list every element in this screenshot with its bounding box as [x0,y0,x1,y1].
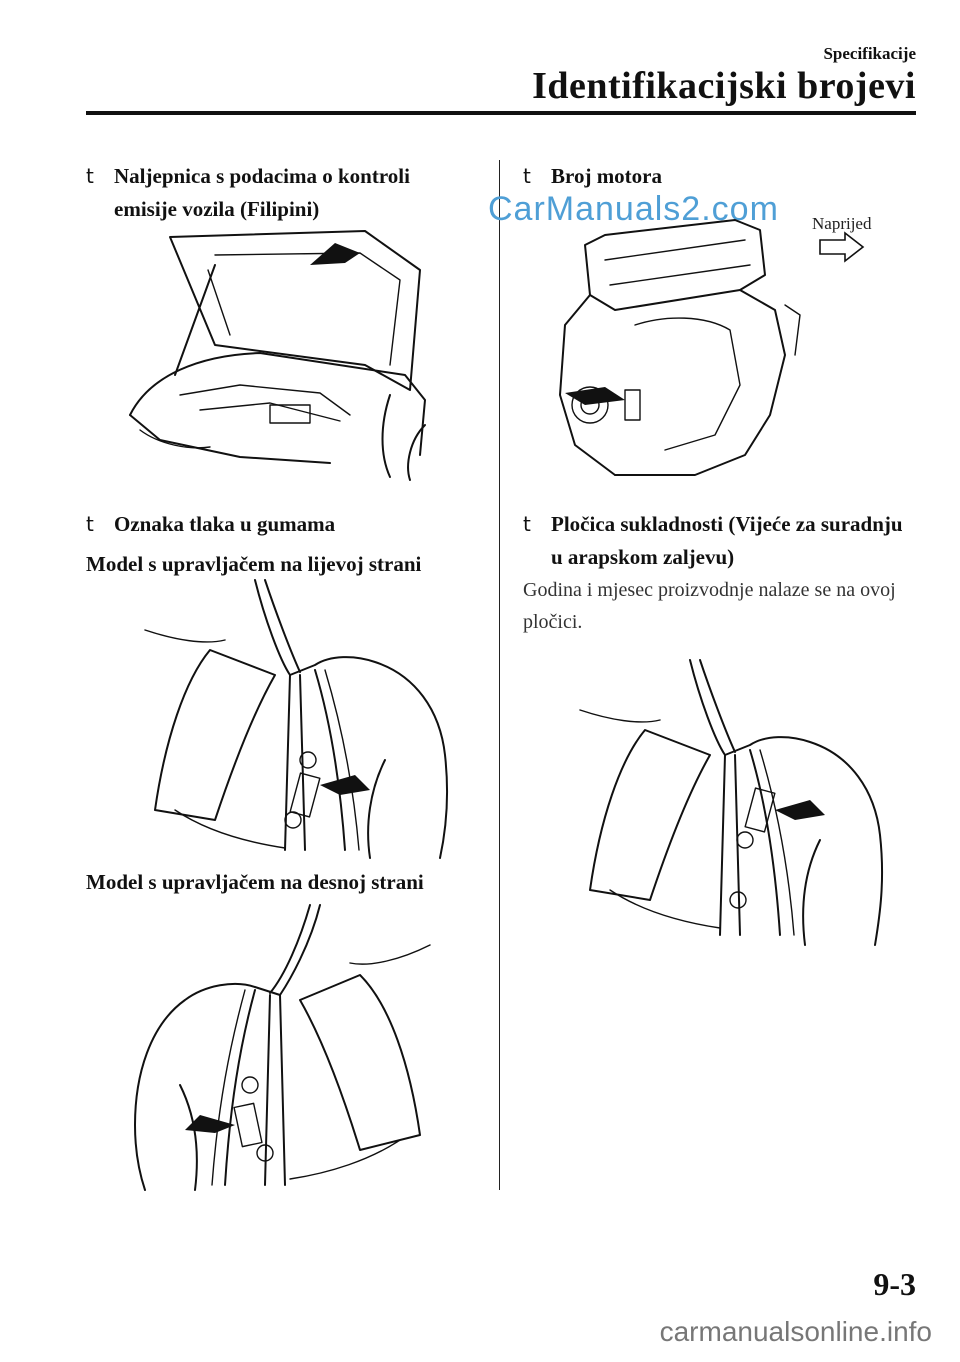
emission-label-title: Naljepnica s podacima o kontroli emisije… [114,164,410,221]
chapter-title: Specifikacije [823,44,916,63]
bullet-icon: t [86,164,94,188]
engine-illustration [559,219,865,476]
header-rule [86,111,916,115]
conformity-plate-heading: t Pločica sukladnosti (Vijeće za suradnj… [523,508,903,574]
hood-arrow [310,243,360,265]
page-number: 9-3 [873,1266,916,1302]
lhd-label-arrow [320,775,370,795]
rhd-label-arrow [185,1115,235,1133]
rhd-door-pillar-illustration [134,904,431,1191]
bullet-icon: t [523,512,531,536]
conformity-plate-illustration [579,659,884,946]
section-title: Identifikacijski brojevi [532,65,916,107]
forward-arrow-icon [819,231,865,263]
conformity-plate-title: Pločica sukladnosti (Vijeće za suradnju … [551,512,903,569]
bullet-icon: t [523,164,531,188]
tire-pressure-heading: t Oznaka tlaka u gumama [86,508,466,541]
watermark-bottom: carmanualsonline.info [659,1316,932,1347]
lhd-caption: Model s upravljačem na lijevoj strani [86,552,422,576]
engine-number-heading: t Broj motora [523,160,903,193]
watermark-top: CarManuals2.com [488,190,779,228]
forward-label: Naprijed [812,214,872,233]
rhd-caption: Model s upravljačem na desnoj strani [86,870,424,894]
hood-open-illustration [129,230,426,481]
tire-pressure-title: Oznaka tlaka u gumama [114,512,336,536]
lhd-door-pillar-illustration [144,579,449,859]
engine-number-arrow [565,387,625,405]
engine-number-title: Broj motora [551,164,662,188]
plate-arrow [775,800,825,820]
emission-label-heading: t Naljepnica s podacima o kontroli emisi… [86,160,466,226]
conformity-plate-body: Godina i mjesec proizvodnje nalaze se na… [523,579,896,633]
column-divider [499,160,500,1190]
bullet-icon: t [86,512,94,536]
